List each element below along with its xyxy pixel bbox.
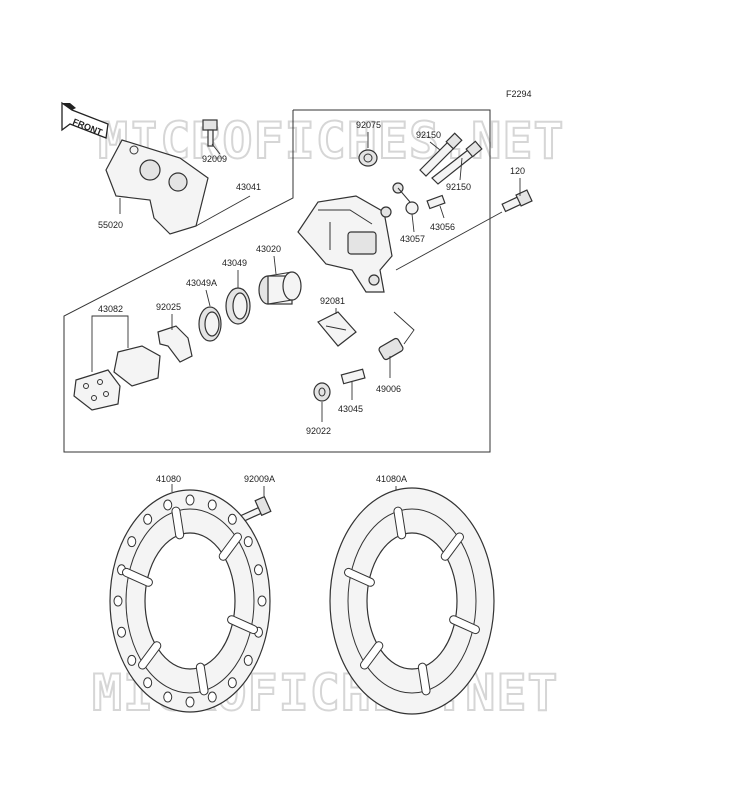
- label-49006: 49006: [376, 384, 401, 394]
- caliper-body: [297, 195, 393, 293]
- disc-hole: [185, 696, 195, 708]
- disc-slot: [440, 532, 464, 561]
- fitting-49006: [378, 337, 404, 361]
- label-43057: 43057: [400, 234, 425, 244]
- brake-disc-41080: [109, 489, 271, 713]
- disc-hole: [127, 654, 137, 666]
- label-92009a: 92009A: [244, 474, 275, 484]
- disc-slot: [218, 532, 242, 561]
- brake-pads: [73, 345, 161, 411]
- disc-hole: [163, 691, 173, 703]
- disc-hole: [207, 691, 217, 703]
- label-43056: 43056: [430, 222, 455, 232]
- seal-43049: [225, 287, 251, 325]
- label-43045: 43045: [338, 404, 363, 414]
- disc-slot: [195, 662, 209, 696]
- disc-holes: [113, 494, 267, 708]
- label-120: 120: [510, 166, 525, 176]
- brake-disc-41080a: [329, 487, 495, 715]
- label-92150-a: 92150: [416, 130, 441, 140]
- disc-slot: [449, 615, 480, 635]
- label-92081: 92081: [320, 296, 345, 306]
- label-92025: 92025: [156, 302, 181, 312]
- disc-slot: [227, 615, 258, 635]
- leader-lines: [91, 132, 521, 496]
- boot-92022: [313, 382, 331, 402]
- disc-hole: [207, 499, 217, 511]
- caliper-bracket: [105, 139, 209, 235]
- label-41080a: 41080A: [376, 474, 407, 484]
- disc-hole: [127, 536, 137, 548]
- disc-slots: [344, 506, 480, 696]
- disc-slot: [417, 662, 431, 696]
- disc-slot: [122, 567, 153, 587]
- pin-43045: [340, 368, 366, 385]
- label-43049: 43049: [222, 258, 247, 268]
- disc-hole: [243, 536, 253, 548]
- label-41080: 41080: [156, 474, 181, 484]
- bolt-92009a: [239, 495, 272, 523]
- disc-hole: [185, 494, 195, 506]
- seal-43049a: [198, 306, 222, 342]
- disc-hole: [143, 677, 153, 689]
- label-43041: 43041: [236, 182, 261, 192]
- disc-hole: [163, 499, 173, 511]
- disc-hole: [143, 513, 153, 525]
- bleeder-43056: [426, 194, 446, 210]
- disc-slot: [393, 506, 407, 540]
- bolt-120: [501, 189, 533, 213]
- disc-hole: [253, 564, 263, 576]
- label-55020: 55020: [98, 220, 123, 230]
- bolt-92009: [202, 119, 218, 147]
- disc-hole: [227, 513, 237, 525]
- disc-slots: [122, 506, 258, 696]
- disc-hole: [117, 626, 127, 638]
- label-43020: 43020: [256, 244, 281, 254]
- disc-hole: [227, 677, 237, 689]
- disc-slot: [138, 641, 162, 670]
- seal-92075: [358, 149, 378, 167]
- figure-code: F2294: [506, 89, 532, 99]
- label-43049a: 43049A: [186, 278, 217, 288]
- pad-spring-92081: [317, 311, 357, 347]
- disc-hole: [113, 595, 123, 607]
- slide-pin-lower: [431, 140, 483, 185]
- slide-pin-upper: [419, 132, 463, 177]
- label-43082: 43082: [98, 304, 123, 314]
- spring-92025: [157, 325, 193, 363]
- disc-hole: [257, 595, 267, 607]
- piston-43020: [258, 271, 302, 305]
- label-92150-b: 92150: [446, 182, 471, 192]
- label-92075: 92075: [356, 120, 381, 130]
- disc-slot: [360, 641, 384, 670]
- label-92009: 92009: [202, 154, 227, 164]
- part-labels: 92009 55020 43041 92075 92150 92150 120 …: [98, 120, 525, 484]
- label-92022: 92022: [306, 426, 331, 436]
- clip-43057: [392, 182, 419, 215]
- assembly-frame: [63, 109, 491, 453]
- disc-slot: [171, 506, 185, 540]
- disc-slot: [344, 567, 375, 587]
- disc-hole: [243, 654, 253, 666]
